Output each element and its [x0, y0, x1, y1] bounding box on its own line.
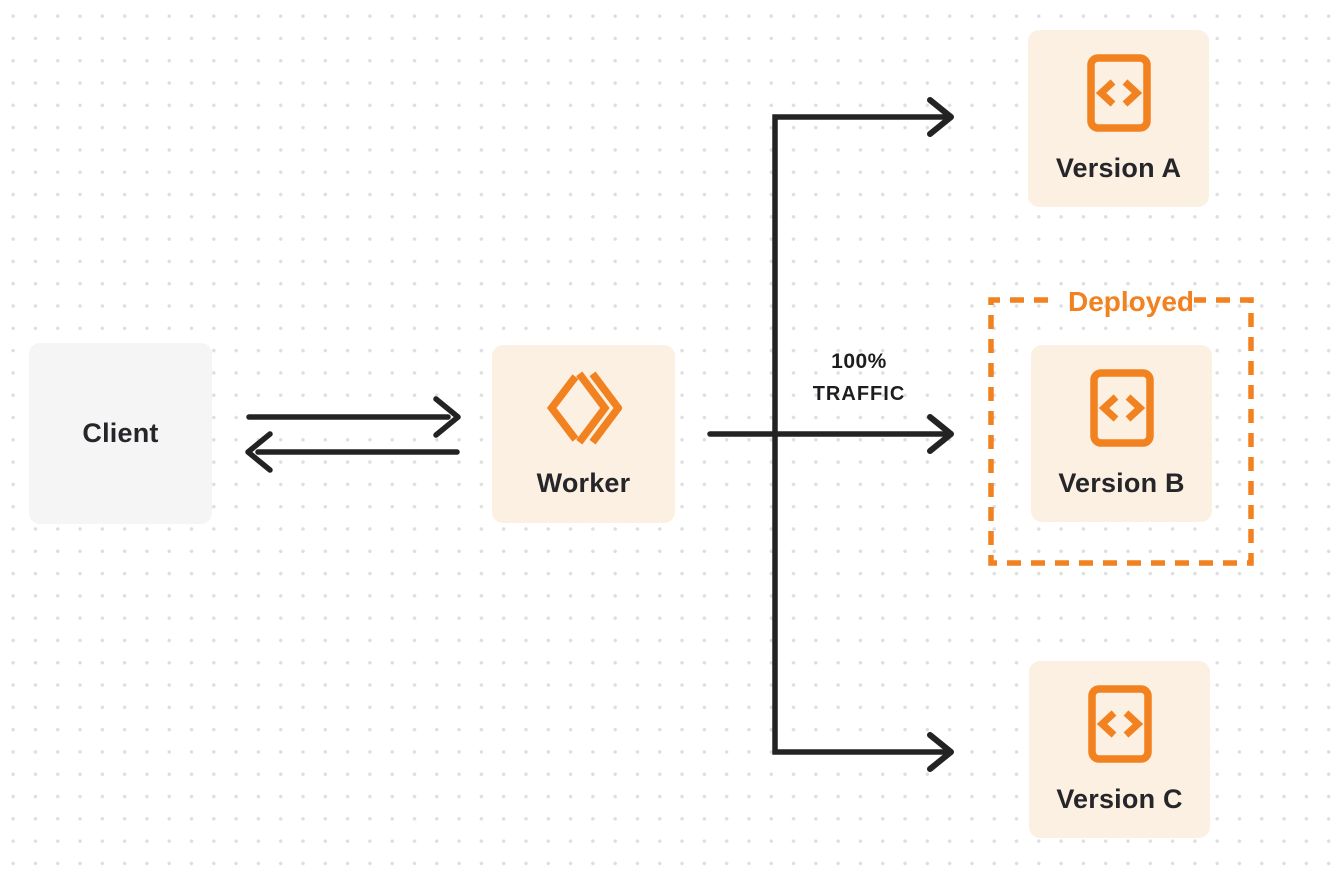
code-file-icon	[1089, 368, 1154, 452]
version-a-label: Version A	[1055, 152, 1182, 183]
arrowhead-version-a	[927, 97, 954, 137]
deployed-group-label: Deployed	[1067, 286, 1195, 317]
traffic-percent: 100%	[831, 350, 887, 373]
client-node: Client	[29, 343, 212, 524]
worker-node: Worker	[492, 345, 675, 523]
deployed-group-border	[988, 297, 1254, 566]
cloudflare-workers-icon	[546, 370, 623, 451]
arrowhead-version-c	[927, 732, 954, 772]
version-c-node: Version C	[1029, 661, 1210, 838]
worker-label: Worker	[536, 467, 631, 498]
client-label: Client	[82, 418, 159, 448]
fanout-arrowheads	[927, 97, 954, 772]
version-b-label: Version B	[1058, 467, 1185, 498]
arrowhead-version-b	[927, 414, 954, 454]
code-file-icon	[1087, 684, 1152, 768]
version-b-node: Version B	[1031, 345, 1212, 522]
traffic-word: TRAFFIC	[812, 383, 906, 405]
client-to-worker-arrow	[246, 396, 461, 438]
traffic-annotation: 100% TRAFFIC	[775, 350, 943, 406]
worker-fanout-lines	[707, 114, 947, 755]
code-file-icon	[1086, 53, 1151, 137]
version-c-label: Version C	[1056, 783, 1183, 814]
worker-to-client-arrow	[245, 431, 460, 473]
version-a-node: Version A	[1028, 30, 1209, 207]
